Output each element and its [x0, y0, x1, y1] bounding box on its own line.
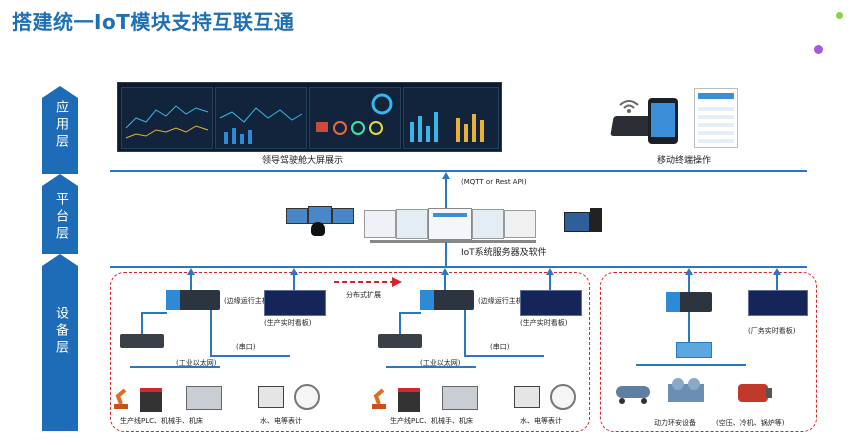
facility-board-uplink: [776, 275, 778, 290]
edge-gateway-1-label: (边缘运行主机1): [224, 297, 276, 305]
edge-gateway-n: [420, 290, 474, 310]
air-compressor-icon: [614, 378, 652, 404]
platform-device-link: [445, 242, 447, 266]
plc-icon-n: [398, 388, 420, 412]
boiler-icon: [736, 378, 774, 404]
serial-label-n: (串口): [490, 343, 510, 351]
layer-label-app: 应用层: [53, 100, 68, 151]
facility-switch: [676, 342, 712, 358]
edge-gateway-n-label: (边缘运行主机N): [478, 297, 531, 305]
devices-caption-n: 生产线PLC、机械手、机床: [390, 417, 474, 425]
dashboard-caption: 领导驾驶舱大屏展示: [262, 156, 344, 166]
meters-caption-1: 水、电等表计: [260, 417, 302, 425]
decor-dot-purple: [814, 45, 823, 54]
devices-caption-1: 生产线PLC、机械手、机床: [120, 417, 204, 425]
meter-icon-1a: [258, 386, 284, 408]
boardn-uplink-arrow: [546, 268, 554, 275]
layer-label-platform: 平台层: [53, 192, 68, 243]
edge-gateway-facility: [666, 292, 712, 312]
facility-uplink-arrow: [685, 268, 693, 275]
meter-icon-na: [514, 386, 540, 408]
platform-device-divider: [110, 266, 807, 268]
group1-uplink: [190, 275, 192, 290]
protocol-label: (MQTT or Rest API): [461, 178, 527, 186]
gauge-icon-nb: [550, 384, 576, 410]
facility-switch-link: [688, 312, 690, 342]
mobile-app-screen: [694, 88, 738, 148]
ethernet-switch-n: [378, 334, 422, 348]
wifi-icon: [618, 98, 640, 118]
robot-arm-icon-1: [112, 386, 130, 410]
board1-uplink: [293, 275, 295, 290]
device-group-3: [600, 272, 817, 432]
switch1-gateway-link-h: [141, 312, 167, 314]
gauge-icon-1b: [294, 384, 320, 410]
ethernetn-bus: [386, 366, 476, 368]
machine-tool-icon-1: [186, 386, 222, 410]
device-group-1: [110, 272, 590, 432]
platform-bar: [370, 240, 536, 243]
facility-devices-detail: (空压、冷机、锅炉等): [716, 419, 785, 427]
facility-bus: [636, 364, 746, 366]
serial1-link: [210, 310, 212, 355]
layer-label-device: 设备层: [53, 306, 68, 357]
page-title: 搭建统一IoT模块支持互联互通: [12, 10, 295, 34]
operator-workstation-icon: [284, 206, 354, 240]
ethernet-label-n: (工业以太网): [420, 359, 461, 367]
groupn-uplink: [444, 275, 446, 290]
groupn-uplink-arrow: [441, 268, 449, 275]
distributed-label: 分布式扩展: [346, 291, 381, 299]
protocol-arrow-line: [445, 178, 447, 208]
software-screens: [364, 208, 536, 240]
facility-uplink: [688, 275, 690, 292]
layer-banner: [42, 86, 78, 431]
decor-dot-green: [836, 12, 843, 19]
facility-board: [748, 290, 808, 316]
facility-board-label: (厂务实时看板): [748, 327, 796, 335]
plc-icon-1: [140, 388, 162, 412]
switchn-gateway-link: [399, 312, 401, 334]
serial1-link-h: [210, 355, 290, 357]
edge-gateway-1: [166, 290, 220, 310]
protocol-arrow-head: [442, 172, 450, 179]
smartphone-icon: [648, 98, 678, 144]
server-caption: IoT系统服务器及软件: [461, 248, 547, 258]
dashboard-screen: [117, 82, 502, 152]
boardn-uplink: [549, 275, 551, 290]
board1-uplink-arrow: [290, 268, 298, 275]
mobile-caption: 移动终端操作: [657, 156, 712, 166]
serialn-link-h: [464, 355, 544, 357]
ethernet1-bus: [130, 366, 220, 368]
ethernet-label-1: (工业以太网): [176, 359, 217, 367]
facility-devices-caption: 动力环安设备: [654, 419, 696, 427]
production-board-n: [520, 290, 582, 316]
chiller-icon: [666, 376, 706, 406]
group1-uplink-arrow: [187, 268, 195, 275]
robot-arm-icon-n: [370, 386, 388, 410]
production-board-n-label: (生产实时看板): [520, 319, 568, 327]
ethernet-switch-1: [120, 334, 164, 348]
serialn-link: [464, 310, 466, 355]
switchn-gateway-link-h: [399, 312, 421, 314]
serial-label-1: (串口): [236, 343, 256, 351]
production-board-1-label: (生产实时看板): [264, 319, 312, 327]
distributed-arrow: [334, 277, 402, 287]
facility-board-uplink-arrow: [773, 268, 781, 275]
production-board-1: [264, 290, 326, 316]
app-platform-divider: [110, 170, 807, 172]
switch1-gateway-link: [141, 312, 143, 334]
machine-tool-icon-n: [442, 386, 478, 410]
meters-caption-n: 水、电等表计: [520, 417, 562, 425]
server-icon: [564, 208, 604, 232]
